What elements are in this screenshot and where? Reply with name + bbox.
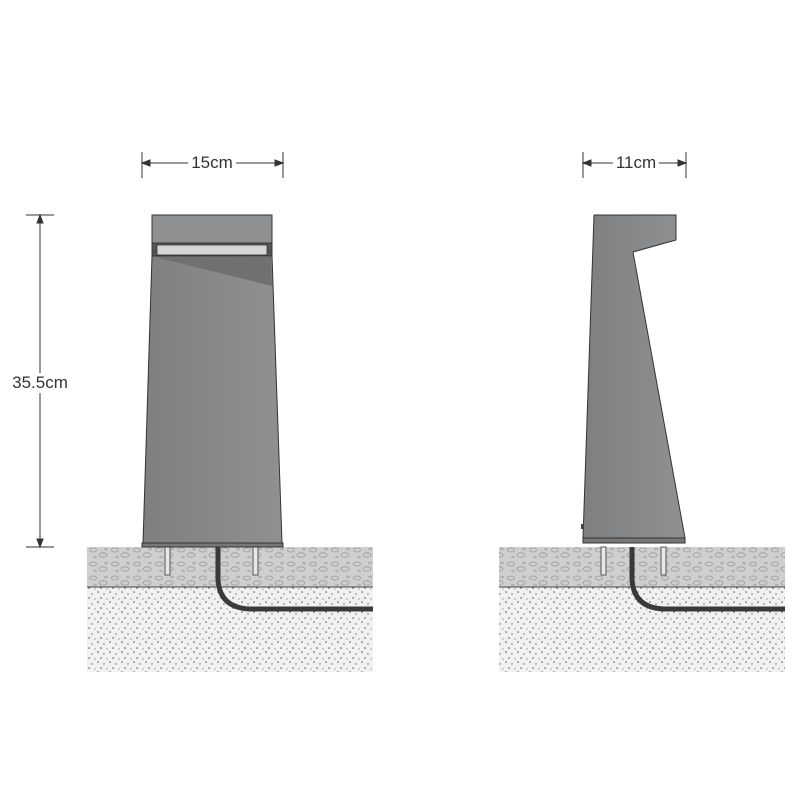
light-strip: [156, 244, 268, 256]
side-view-screws: [600, 546, 667, 576]
side-view-cable: [629, 547, 785, 612]
side-view-bollard: [581, 214, 686, 544]
front-view-cable: [215, 547, 373, 612]
width-label: 15cm: [188, 153, 236, 173]
height-label: 35.5cm: [9, 373, 71, 393]
depth-dimension-line: [581, 152, 688, 178]
depth-label: 11cm: [612, 153, 660, 173]
front-view-ground: [87, 547, 373, 672]
front-view-bollard: [141, 214, 284, 548]
